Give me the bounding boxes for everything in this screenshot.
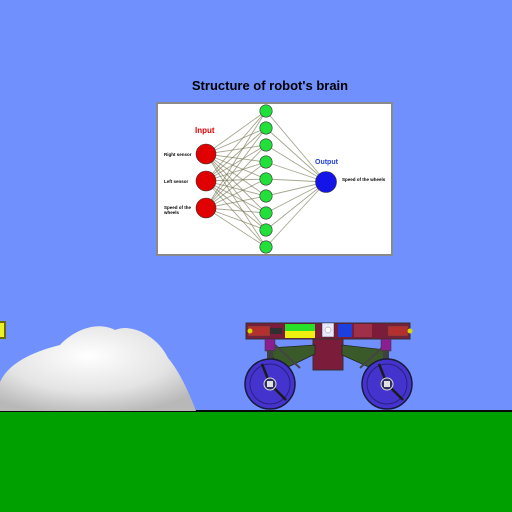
connection-input-2-hidden-1 [205,127,267,209]
robot-module-blue [338,324,352,337]
connection-hidden-1-output-0 [265,127,327,183]
rock-obstacle [0,326,196,411]
connection-input-1-hidden-3 [205,161,267,182]
neural-network-panel: Input Output Right sensor Left sensor Sp… [156,102,393,256]
hidden-neuron-4 [259,155,273,169]
connection-hidden-7-output-0 [265,181,327,231]
connection-input-2-hidden-7 [205,207,267,231]
connection-hidden-0-output-0 [265,110,327,183]
hidden-neuron-8 [259,223,273,237]
neural-network-diagram [195,104,337,254]
input-label-wheel-speed: Speed of the wheels [164,205,192,215]
hidden-neuron-6 [259,189,273,203]
connection-input-2-hidden-4 [205,178,267,209]
input-label-right-sensor: Right sensor [164,152,192,157]
connection-input-0-hidden-1 [205,127,267,155]
input-neuron-3 [195,197,217,219]
connection-input-1-hidden-2 [205,144,267,182]
robot-battery-green [285,324,315,331]
right-wheel [361,358,413,410]
robot-body [312,338,344,371]
hidden-neuron-7 [259,206,273,220]
hidden-neuron-2 [259,121,273,135]
brain-title: Structure of robot's brain [191,78,349,93]
left-wheel [244,358,296,410]
connection-input-0-hidden-5 [205,153,267,197]
hidden-neuron-5 [259,172,273,186]
input-neuron-2 [195,170,217,192]
yellow-marker [0,321,6,339]
output-neuron-1 [315,171,337,193]
hidden-neuron-3 [259,138,273,152]
hidden-neuron-1 [259,104,273,118]
hidden-neuron-9 [259,240,273,254]
connection-input-2-hidden-0 [205,110,267,209]
connection-input-1-hidden-7 [205,180,267,231]
robot-battery-yellow [285,331,315,338]
output-label-wheel-speed: Speed of the wheels [342,177,386,182]
connection-hidden-8-output-0 [265,181,327,248]
ground [0,411,512,512]
connection-input-1-hidden-0 [205,110,267,182]
connection-input-1-hidden-1 [205,127,267,182]
connection-input-0-hidden-0 [205,110,267,155]
input-label-left-sensor: Left sensor [164,179,189,184]
connection-input-0-hidden-7 [205,153,267,231]
connection-input-0-hidden-6 [205,153,267,214]
robot-vehicle [244,322,413,410]
connection-input-2-hidden-3 [205,161,267,209]
connection-input-2-hidden-2 [205,144,267,209]
connection-input-1-hidden-5 [205,180,267,197]
connection-input-0-hidden-4 [205,153,267,180]
input-layer-label: Input [195,126,215,135]
connection-input-2-hidden-8 [205,207,267,248]
input-neuron-1 [195,143,217,165]
output-layer-label: Output [315,159,338,166]
connection-input-1-hidden-6 [205,180,267,214]
connection-hidden-6-output-0 [265,181,327,214]
connection-hidden-2-output-0 [265,144,327,183]
